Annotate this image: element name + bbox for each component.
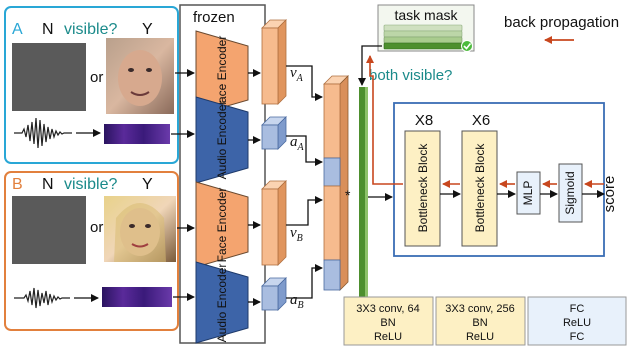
check-icon bbox=[461, 40, 473, 52]
sigmoid-block bbox=[558, 163, 583, 223]
embedding-a-b-label: aB bbox=[290, 292, 304, 311]
legend-block-1-line2: BN bbox=[380, 317, 395, 329]
panel-b-blank-face bbox=[12, 196, 86, 264]
panel-a-y-label: Y bbox=[142, 21, 153, 38]
embedding-a-b bbox=[261, 277, 287, 311]
network-box bbox=[393, 102, 605, 257]
bottleneck-block-1 bbox=[404, 130, 441, 247]
bottleneck-block-2-label: Bottleneck Block bbox=[473, 143, 487, 233]
frozen-label: frozen bbox=[193, 9, 235, 26]
face-encoder-b: Face Encoder bbox=[195, 181, 249, 268]
concat-marker: * bbox=[345, 187, 351, 203]
arrow-a-b-to-concat bbox=[286, 264, 323, 299]
sigmoid-label: Sigmoid bbox=[563, 171, 577, 214]
legend-block-3-line1: FC bbox=[570, 303, 585, 315]
task-mask-title: task mask bbox=[394, 7, 458, 23]
panel-b-letter: B bbox=[12, 176, 23, 193]
embedding-a-a bbox=[261, 116, 287, 150]
panel-b-face-image bbox=[104, 196, 176, 262]
mlp-label: MLP bbox=[521, 181, 535, 206]
legend-block-1-line3: ReLU bbox=[374, 331, 402, 343]
face-encoder-a-label: Face Encoder bbox=[215, 36, 229, 111]
arrow-mask-to-bar bbox=[358, 45, 382, 86]
panel-a-visible-label: visible? bbox=[64, 21, 117, 38]
legend-block-1-line1: 3X3 conv, 64 bbox=[356, 303, 419, 315]
panel-a-border bbox=[4, 6, 179, 164]
panel-b-or-label: or bbox=[90, 219, 103, 236]
arrow-v-b-to-concat bbox=[286, 196, 323, 226]
audio-encoder-a-label: Audio Encoder bbox=[215, 101, 229, 180]
legend-block-2: 3X3 conv, 256 BN ReLU bbox=[435, 296, 526, 346]
legend-block-3-line3: FC bbox=[570, 331, 585, 343]
audio-encoder-a: Audio Encoder bbox=[195, 96, 249, 184]
mask-bar bbox=[359, 87, 368, 323]
backprop-block1-to-mask bbox=[366, 55, 403, 185]
mlp-block bbox=[516, 171, 541, 215]
embedding-v-b-label: vB bbox=[290, 225, 303, 244]
score-label: score bbox=[601, 176, 618, 213]
legend-block-3-line2: ReLU bbox=[563, 317, 591, 329]
panel-a-letter: A bbox=[12, 21, 23, 38]
face-encoder-b-label: Face Encoder bbox=[215, 188, 229, 263]
bottleneck-block-1-label: Bottleneck Block bbox=[416, 143, 430, 233]
bottleneck-block-2 bbox=[461, 130, 498, 247]
embedding-a-a-label: aA bbox=[290, 134, 305, 153]
panel-b-border bbox=[4, 171, 179, 331]
bottleneck-1-repeat: X8 bbox=[415, 112, 433, 129]
panel-b-visible-label: visible? bbox=[64, 176, 117, 193]
legend-block-3: FC ReLU FC bbox=[527, 296, 627, 346]
panel-a-n-label: N bbox=[42, 21, 54, 38]
panel-b-waveform bbox=[14, 287, 70, 309]
bottleneck-2-repeat: X6 bbox=[472, 112, 490, 129]
panel-a-spectrogram bbox=[104, 124, 170, 144]
panel-a-blank-face bbox=[12, 43, 86, 111]
arrow-v-a-to-concat bbox=[286, 65, 323, 101]
legend-block-2-line2: BN bbox=[472, 317, 487, 329]
embedding-v-a-label: vA bbox=[290, 65, 304, 84]
arrow-a-a-to-concat bbox=[286, 135, 323, 166]
panel-a-or-label: or bbox=[90, 69, 103, 86]
legend-block-2-line1: 3X3 conv, 256 bbox=[445, 303, 515, 315]
task-mask-question: both visible? bbox=[369, 67, 452, 84]
embedding-v-a bbox=[261, 19, 287, 105]
legend-block-2-line3: ReLU bbox=[466, 331, 494, 343]
panel-b-y-label: Y bbox=[142, 176, 153, 193]
panel-b-spectrogram bbox=[102, 287, 172, 307]
audio-encoder-b-label: Audio Encoder bbox=[215, 264, 229, 343]
back-propagation-label: back propagation bbox=[504, 14, 619, 31]
task-mask-stack bbox=[383, 24, 463, 50]
concatenated-feature-stack bbox=[323, 75, 349, 291]
panel-b-n-label: N bbox=[42, 176, 54, 193]
embedding-v-b bbox=[261, 180, 287, 266]
audio-encoder-b: Audio Encoder bbox=[195, 261, 249, 344]
frozen-box bbox=[179, 4, 266, 344]
legend-block-1: 3X3 conv, 64 BN ReLU bbox=[343, 296, 434, 346]
panel-a-waveform bbox=[14, 117, 72, 149]
panel-a-face-image bbox=[106, 38, 174, 114]
face-encoder-a: Face Encoder bbox=[195, 30, 249, 116]
